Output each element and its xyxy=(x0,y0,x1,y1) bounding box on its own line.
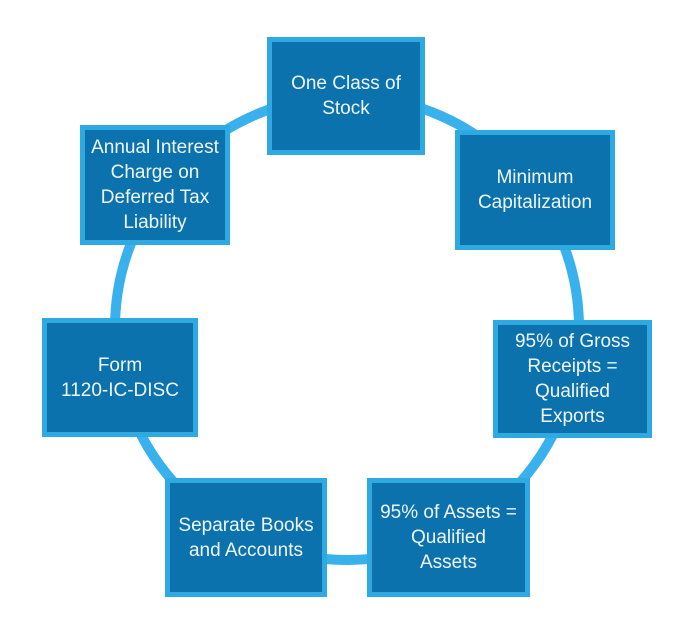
node-separate-books-and-accounts: Separate Books and Accounts xyxy=(165,478,327,597)
node-gross-receipts-qualified-exports: 95% of Gross Receipts = Qualified Export… xyxy=(493,320,652,438)
node-minimum-capitalization: Minimum Capitalization xyxy=(455,130,615,250)
node-label: 95% of Gross Receipts = Qualified Export… xyxy=(514,331,631,427)
node-annual-interest-charge: Annual Interest Charge on Deferred Tax L… xyxy=(80,125,230,245)
node-label: One Class of Stock xyxy=(291,73,401,119)
node-label: 95% of Assets = Qualified Assets xyxy=(380,502,517,573)
node-label: Minimum Capitalization xyxy=(477,167,593,213)
node-assets-qualified-assets: 95% of Assets = Qualified Assets xyxy=(367,478,530,597)
node-label: Separate Books and Accounts xyxy=(178,514,314,561)
node-form-1120-ic-disc: Form 1120-IC-DISC xyxy=(42,318,198,437)
node-one-class-of-stock: One Class of Stock xyxy=(267,37,425,155)
node-label: Annual Interest Charge on Deferred Tax L… xyxy=(91,137,219,233)
node-label: Form 1120-IC-DISC xyxy=(61,354,179,401)
